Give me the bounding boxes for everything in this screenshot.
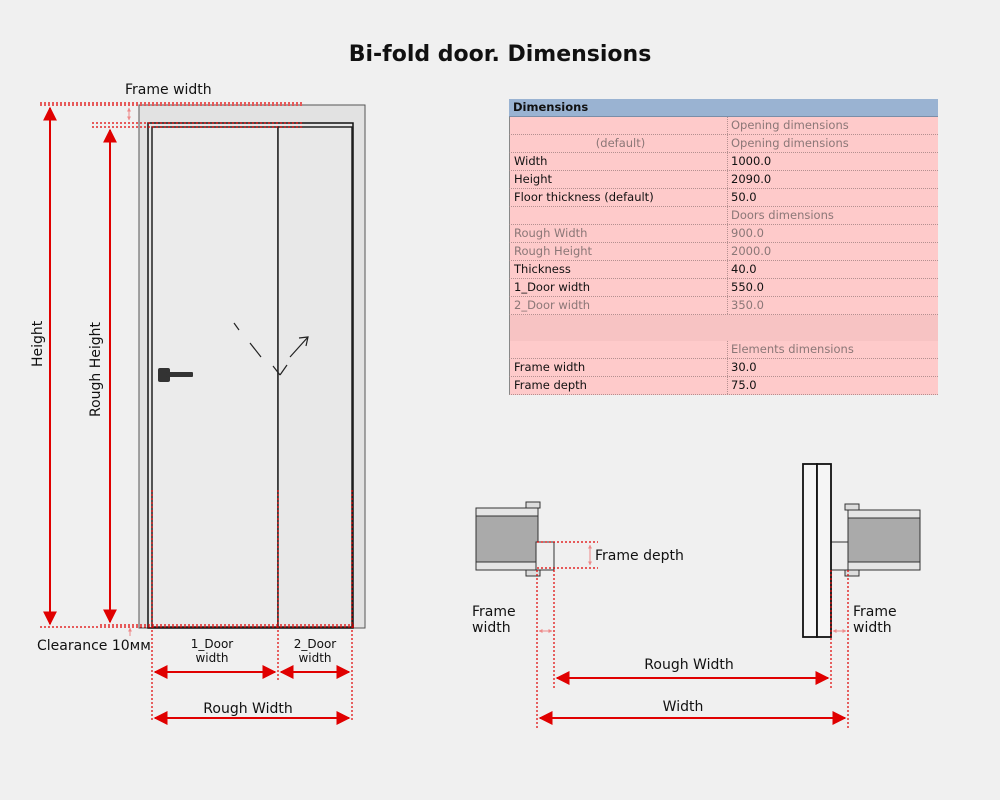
front-dimension-lines (43, 106, 351, 725)
plan-dimension-lines (538, 671, 847, 725)
section-title: Opening dimensions (731, 118, 849, 132)
property-name: (default) (510, 135, 728, 152)
plan-extension-lines (536, 541, 849, 730)
property-name: Floor thickness (default) (510, 189, 728, 206)
properties-row[interactable]: (default)Opening dimensions (509, 135, 938, 153)
property-value[interactable]: 30.0 (731, 360, 757, 374)
property-value[interactable]: Opening dimensions (731, 136, 849, 150)
folded-leaf-2 (816, 463, 832, 638)
clearance-label: Clearance 10мм (37, 638, 151, 654)
door2-width-label-2: width (298, 651, 331, 665)
properties-section-row[interactable]: Doors dimensions (509, 207, 938, 225)
door2-width-label: 2_Door (294, 637, 337, 651)
property-name: 2_Door width (510, 297, 728, 314)
property-value[interactable]: 2000.0 (731, 244, 772, 258)
property-name: Rough Width (510, 225, 728, 242)
property-name: Thickness (510, 261, 728, 278)
door-leaf-2 (277, 126, 353, 628)
folded-leaf-1 (802, 463, 818, 638)
frame-width-left-label: Frame (472, 604, 516, 620)
property-value[interactable]: 75.0 (731, 378, 757, 392)
plan-rough-width-label: Rough Width (644, 657, 733, 673)
properties-body: Opening dimensions(default)Opening dimen… (509, 117, 938, 395)
rough-height-label: Rough Height (88, 321, 104, 417)
frame-width-right-label-2: width (853, 620, 892, 636)
door1-width-label-2: width (195, 651, 228, 665)
property-value[interactable]: 50.0 (731, 190, 757, 204)
property-value[interactable]: 550.0 (731, 280, 764, 294)
property-value[interactable]: 1000.0 (731, 154, 772, 168)
front-extension-lines (40, 102, 355, 722)
property-value[interactable]: 900.0 (731, 226, 764, 240)
property-name: Frame depth (510, 377, 728, 394)
frame-width-label: Frame width (125, 82, 212, 98)
property-name: Width (510, 153, 728, 170)
right-wall-section (829, 503, 921, 577)
properties-section-row[interactable]: Elements dimensions (509, 341, 938, 359)
property-value[interactable]: 350.0 (731, 298, 764, 312)
properties-table: Dimensions Opening dimensions(default)Op… (509, 99, 938, 395)
property-name (510, 341, 728, 358)
property-name: Frame width (510, 359, 728, 376)
height-label: Height (30, 320, 46, 367)
property-name (510, 207, 728, 224)
properties-spacer-row (509, 315, 938, 341)
property-name (510, 117, 728, 134)
property-name: 1_Door width (510, 279, 728, 296)
rough-width-label: Rough Width (203, 701, 292, 717)
section-title: Doors dimensions (731, 208, 834, 222)
frame-width-right-label: Frame (853, 604, 897, 620)
page-title: Bi-fold door. Dimensions (348, 42, 652, 67)
plan-view: Frame depth Frame width Frame width Roug… (472, 463, 921, 730)
section-title: Elements dimensions (731, 342, 854, 356)
frame-depth-label: Frame depth (595, 548, 684, 564)
properties-header[interactable]: Dimensions (509, 99, 938, 117)
property-value[interactable]: 2090.0 (731, 172, 772, 186)
plan-width-label: Width (663, 699, 704, 715)
properties-row[interactable]: Floor thickness (default)50.0 (509, 189, 938, 207)
door1-width-label: 1_Door (191, 637, 234, 651)
left-wall-section (475, 501, 555, 577)
properties-section-row[interactable]: Opening dimensions (509, 117, 938, 135)
property-name: Height (510, 171, 728, 188)
front-view: Frame width Height Rough Height Clearanc… (30, 82, 366, 725)
property-name: Rough Height (510, 243, 728, 260)
door-handle-icon (158, 368, 193, 382)
frame-width-left-label-2: width (472, 620, 511, 636)
fold-arrow-icon (233, 322, 309, 376)
property-value[interactable]: 40.0 (731, 262, 757, 276)
